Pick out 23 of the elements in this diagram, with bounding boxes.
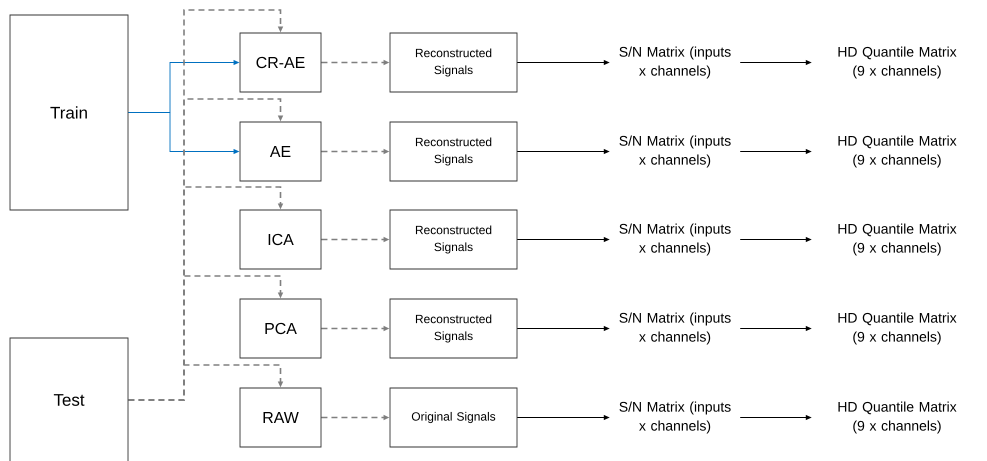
signal-box: Reconstructed Signals: [390, 122, 518, 182]
data-box: Test: [10, 338, 128, 461]
data-box: Train: [10, 14, 128, 210]
method-box: AE: [240, 122, 322, 182]
matrix-label: HD Quantile Matrix (9 x channels): [838, 46, 956, 78]
matrix-label: S/N Matrix (inputs x channels): [619, 46, 731, 78]
matrix-label: S/N Matrix (inputs x channels): [619, 312, 731, 344]
signal-box: Reconstructed Signals: [390, 298, 518, 358]
signal-box: Original Signals: [390, 388, 518, 448]
matrix-label: S/N Matrix (inputs x channels): [619, 224, 731, 256]
matrix-label: HD Quantile Matrix (9 x channels): [838, 312, 956, 344]
method-box: CR-AE: [240, 32, 322, 92]
matrix-label: HD Quantile Matrix (9 x channels): [838, 224, 956, 256]
signal-box: Reconstructed Signals: [390, 210, 518, 270]
method-box: PCA: [240, 298, 322, 358]
signal-box: Reconstructed Signals: [390, 32, 518, 92]
method-box: ICA: [240, 210, 322, 270]
arrow: [128, 364, 284, 401]
method-box: RAW: [240, 388, 322, 448]
matrix-label: S/N Matrix (inputs x channels): [619, 136, 731, 168]
matrix-label: S/N Matrix (inputs x channels): [619, 402, 731, 434]
matrix-label: HD Quantile Matrix (9 x channels): [838, 402, 956, 434]
matrix-label: HD Quantile Matrix (9 x channels): [838, 136, 956, 168]
